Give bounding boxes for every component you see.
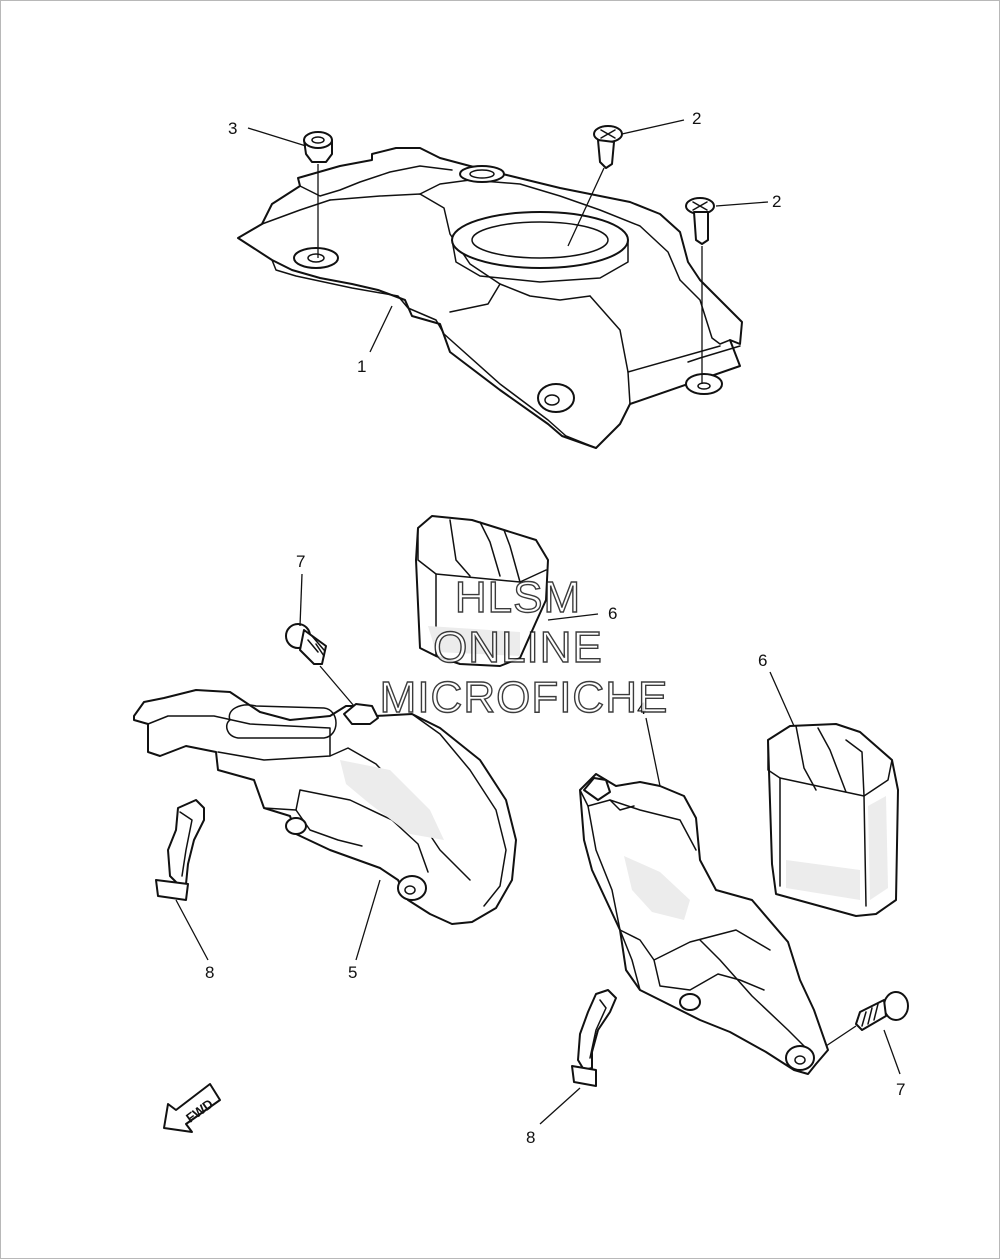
part-2-screw-b xyxy=(685,197,715,384)
callout-5: 5 xyxy=(348,963,357,982)
part-7-bolt-left xyxy=(285,623,355,707)
fwd-arrow-icon: FWD xyxy=(163,1083,221,1133)
part-5-sprocket-cover xyxy=(133,689,517,925)
callout-2-upper: 2 xyxy=(692,109,701,128)
callout-8-right: 8 xyxy=(526,1128,535,1147)
watermark-line-2: ONLINE xyxy=(433,623,603,672)
callout-8-left: 8 xyxy=(205,963,214,982)
watermark-line-1: HLSM xyxy=(455,573,581,622)
callout-2-lower: 2 xyxy=(772,192,781,211)
callout-4: 4 xyxy=(637,699,646,718)
part-1-upper-cover xyxy=(237,147,743,449)
callout-leaders xyxy=(175,119,901,1125)
callout-6-right: 6 xyxy=(758,651,767,670)
part-4-sprocket-cover xyxy=(579,773,829,1075)
watermark-line-3: MICROFICHE xyxy=(380,673,669,722)
part-2-screw-a xyxy=(567,125,623,247)
callout-3: 3 xyxy=(228,119,237,138)
callout-1: 1 xyxy=(357,357,366,376)
callout-7-right: 7 xyxy=(896,1080,905,1099)
part-8-clip-left xyxy=(155,799,205,901)
part-6-cover-right xyxy=(767,723,899,917)
part-7-bolt-right xyxy=(825,991,909,1047)
watermark: HLSM ONLINE MICROFICHE xyxy=(379,572,669,722)
part-8-clip-right xyxy=(571,989,617,1087)
part-6-cover-center xyxy=(415,515,549,667)
callout-6-center: 6 xyxy=(608,604,617,623)
callout-7-left: 7 xyxy=(296,552,305,571)
part-3-grommet xyxy=(303,131,333,258)
